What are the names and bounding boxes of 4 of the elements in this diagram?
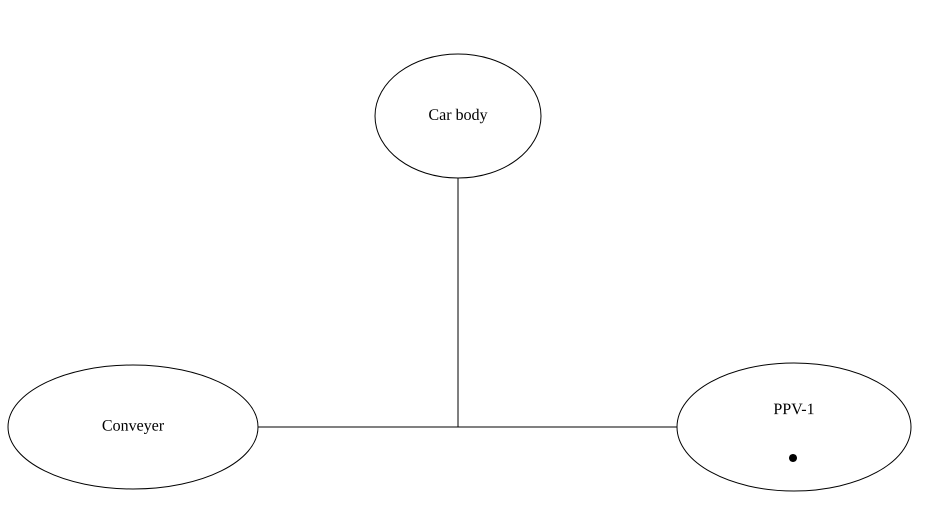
ellipse-node: Conveyer — [8, 364, 258, 490]
ellipse-node: PPV-1 — [676, 362, 912, 492]
connector-line — [458, 178, 677, 428]
ellipse-node: Car body — [374, 54, 542, 178]
